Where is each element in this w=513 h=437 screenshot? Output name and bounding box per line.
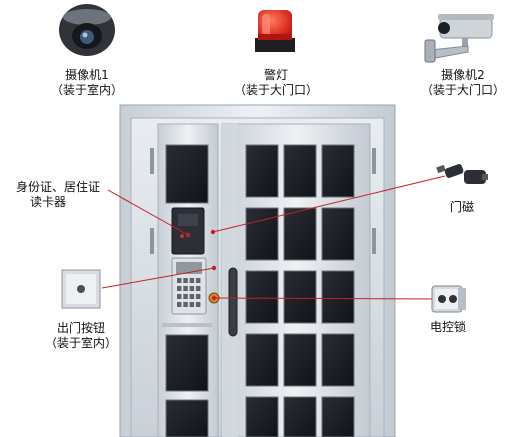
keypad-key	[189, 278, 195, 283]
id-reader-label: 身份证、居住证 读卡器	[16, 180, 128, 210]
electric-lock-label: 电控锁	[424, 320, 472, 335]
camera1-label: 摄像机1 （装于室内）	[44, 68, 130, 98]
keypad-key	[183, 286, 188, 291]
glass-grid	[245, 144, 355, 437]
id-reader-label-line2: 读卡器	[30, 195, 67, 209]
keypad-key	[195, 286, 201, 291]
glass-pane	[321, 333, 355, 387]
exit-button-label-note: （装于室内）	[44, 336, 117, 350]
camera2-label-note: （装于大门口）	[420, 83, 505, 97]
keypad-key	[177, 286, 182, 291]
glass-pane	[321, 207, 355, 261]
keypad-key	[183, 302, 188, 307]
exit-button-label-name: 出门按钮	[56, 321, 105, 335]
glass-pane	[321, 396, 355, 437]
door-handle	[228, 267, 238, 337]
leader-dot	[211, 265, 217, 271]
glass-pane	[245, 270, 279, 324]
keypad-key	[195, 302, 201, 307]
keypad-key	[189, 302, 195, 307]
exit-button-leader	[101, 267, 215, 289]
glass-pane	[283, 333, 317, 387]
dome-camera-icon	[59, 4, 115, 56]
bullet-camera-icon	[424, 14, 494, 63]
camera1-label-name: 摄像机1	[65, 68, 109, 82]
double-door	[119, 104, 396, 437]
glass-pane	[245, 333, 279, 387]
camera2-label-name: 摄像机2	[441, 68, 485, 82]
leader-dot	[211, 295, 217, 301]
glass-pane	[283, 396, 317, 437]
glass-pane	[321, 144, 355, 198]
exit-button-label: 出门按钮 （装于室内）	[36, 321, 126, 351]
door-magnet-label: 门磁	[444, 200, 480, 215]
electric-lock-leader	[213, 297, 433, 300]
id-reader-leader	[107, 189, 189, 236]
id-reader-label-line1: 身份证、居住证	[16, 180, 101, 194]
alarm-light-label-name: 警灯	[263, 68, 288, 82]
keypad-key	[195, 294, 201, 299]
keypad-key	[189, 286, 195, 291]
keypad-key	[183, 294, 188, 299]
leader-dot	[210, 229, 216, 235]
door-sensor-icon	[436, 164, 488, 184]
camera1-label-note: （装于室内）	[50, 83, 123, 97]
door-magnet-label-name: 门磁	[449, 200, 474, 214]
alarm-light-label-note: （装于大门口）	[233, 83, 318, 97]
leader-lines	[101, 175, 446, 301]
keypad-key	[195, 278, 201, 283]
alarm-light-icon	[255, 10, 295, 52]
glass-pane	[245, 207, 279, 261]
keypad-key	[183, 278, 188, 283]
glass-pane	[283, 207, 317, 261]
keypad-key	[189, 294, 195, 299]
camera2-label: 摄像机2 （装于大门口）	[413, 68, 513, 98]
glass-pane	[283, 270, 317, 324]
keypad-key	[177, 294, 182, 299]
glass-pane	[321, 270, 355, 324]
exit-button-icon	[61, 269, 101, 309]
electric-lock-label-name: 电控锁	[429, 320, 466, 334]
keypad-key	[177, 278, 182, 283]
leader-dot	[185, 232, 191, 238]
door-magnet-leader	[212, 175, 446, 233]
electric-lock-icon	[431, 285, 466, 313]
alarm-light-label: 警灯 （装于大门口）	[224, 68, 328, 98]
card-reader-icon	[171, 207, 205, 255]
glass-pane	[245, 144, 279, 198]
glass-pane	[283, 144, 317, 198]
keypad-key	[177, 302, 182, 307]
intercom-keypad-icon	[171, 257, 207, 315]
glass-pane	[245, 396, 279, 437]
